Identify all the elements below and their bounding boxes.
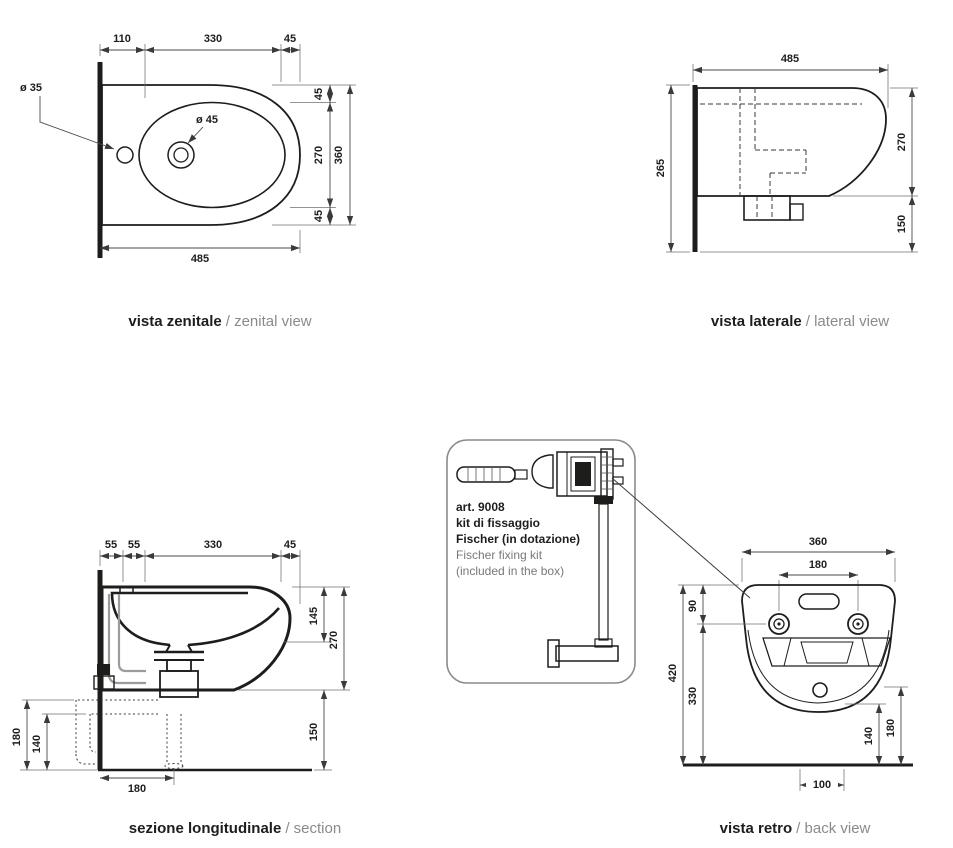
dim-150: 150 xyxy=(896,215,908,233)
caption-section-en: / section xyxy=(285,820,342,837)
lateral-view-drawing: 485 265 270 150 xyxy=(655,53,918,253)
zenital-view-drawing: 110 330 45 ø 35 ø 45 45 270 45 360 485 xyxy=(20,33,356,265)
basin-inner-right xyxy=(187,607,280,647)
dim-330: 330 xyxy=(204,539,222,551)
basin-inner-left xyxy=(110,591,248,647)
back-outline xyxy=(741,584,896,713)
drain-housing xyxy=(800,641,854,664)
fixing-bolt-left xyxy=(768,613,790,635)
dim-270: 270 xyxy=(896,133,908,151)
threaded-rod xyxy=(598,503,609,641)
caption-zenital-it: vista zenitale xyxy=(128,313,222,330)
dim-140-left: 140 xyxy=(31,735,43,753)
top-slot xyxy=(798,593,840,610)
fixing-kit-text: art. 9008 kit di fissaggio Fischer (in d… xyxy=(456,499,580,579)
dim-dia-45: ø 45 xyxy=(196,114,218,126)
expansion-cone xyxy=(531,454,554,489)
rod-cap xyxy=(594,496,613,504)
caption-lateral: vista laterale/ lateral view xyxy=(655,313,945,330)
dim-45-top: 45 xyxy=(313,88,325,100)
caption-lateral-it: vista laterale xyxy=(710,313,802,330)
caption-section: sezione longitudinale/ section xyxy=(75,820,395,837)
caption-zenital-en: / zenital view xyxy=(225,313,312,330)
caption-section-it: sezione longitudinale xyxy=(128,820,282,837)
dim-330: 330 xyxy=(687,687,699,705)
caption-back: vista retro/ back view xyxy=(650,820,940,837)
rod-foot xyxy=(594,638,613,648)
kit-box-border xyxy=(446,439,636,684)
kit-leader-line xyxy=(611,477,751,599)
dim-180-left: 180 xyxy=(11,728,23,746)
dim-180-top: 180 xyxy=(809,559,827,571)
dim-485: 485 xyxy=(781,53,799,65)
dim-150: 150 xyxy=(308,723,320,741)
caption-back-it: vista retro xyxy=(719,820,793,837)
faucet-hole xyxy=(116,146,134,164)
floor-bracket-end xyxy=(547,639,560,668)
dim-270: 270 xyxy=(328,631,340,649)
back-view-drawing: 360 180 420 90 330 140 xyxy=(667,536,913,791)
dim-270: 270 xyxy=(313,146,325,164)
basin-rim xyxy=(138,101,286,209)
fixing-kit-box-drawing xyxy=(446,439,636,684)
anchor-tip xyxy=(514,469,528,480)
dim-110: 110 xyxy=(113,33,131,45)
kit-art-number: art. 9008 xyxy=(456,500,505,514)
inlet-pipe-2 xyxy=(117,594,146,673)
caption-zenital: vista zenitale/ zenital view xyxy=(70,313,370,330)
kit-label-it-1: kit di fissaggio xyxy=(456,516,541,530)
dim-180-right: 180 xyxy=(885,719,897,737)
bracket-hatch-left xyxy=(762,637,792,667)
drain-hole-outer xyxy=(167,141,195,169)
dim-420: 420 xyxy=(667,664,679,682)
dim-55-a: 55 xyxy=(105,539,117,551)
fixing-bolt-right xyxy=(847,613,869,635)
kit-label-en-2: (included in the box) xyxy=(456,564,565,578)
caption-back-en: / back view xyxy=(796,820,871,837)
section-outline xyxy=(100,585,292,692)
dim-45-bottom: 45 xyxy=(313,210,325,222)
wall-fitting xyxy=(97,664,110,675)
caption-lateral-en: / lateral view xyxy=(805,313,890,330)
drain-trap-step xyxy=(789,203,804,221)
dim-140: 140 xyxy=(863,727,875,745)
bracket-hatch-right xyxy=(861,637,891,667)
drain-trap-box xyxy=(743,195,791,221)
kit-label-en-1: Fischer fixing kit xyxy=(456,548,543,562)
dim-360: 360 xyxy=(809,536,827,548)
dim-180-bottom: 180 xyxy=(128,783,146,795)
bidet-outline xyxy=(101,84,301,226)
dim-100: 100 xyxy=(813,779,831,791)
dim-145: 145 xyxy=(308,607,320,625)
kit-label-it-2: Fischer (in dotazione) xyxy=(456,532,581,546)
dim-45: 45 xyxy=(284,539,296,551)
dim-265: 265 xyxy=(655,159,667,177)
drain-trap xyxy=(159,670,199,698)
bracket-block xyxy=(556,451,608,497)
dim-55-b: 55 xyxy=(128,539,140,551)
floor-bracket-bar xyxy=(555,645,619,662)
dim-360: 360 xyxy=(333,146,345,164)
section-view-drawing: 55 55 330 45 xyxy=(11,539,350,795)
drain-hole-inner xyxy=(173,147,189,163)
dim-485: 485 xyxy=(191,253,209,265)
dim-330: 330 xyxy=(204,33,222,45)
dim-90: 90 xyxy=(687,600,699,612)
bidet-profile xyxy=(696,87,887,197)
dim-45: 45 xyxy=(284,33,296,45)
dim-dia-35: ø 35 xyxy=(20,82,42,94)
drain-pipe xyxy=(166,659,192,672)
bottom-hole xyxy=(812,682,828,698)
back-inner-contour xyxy=(747,629,890,704)
wall-fitting-plate xyxy=(93,675,115,690)
